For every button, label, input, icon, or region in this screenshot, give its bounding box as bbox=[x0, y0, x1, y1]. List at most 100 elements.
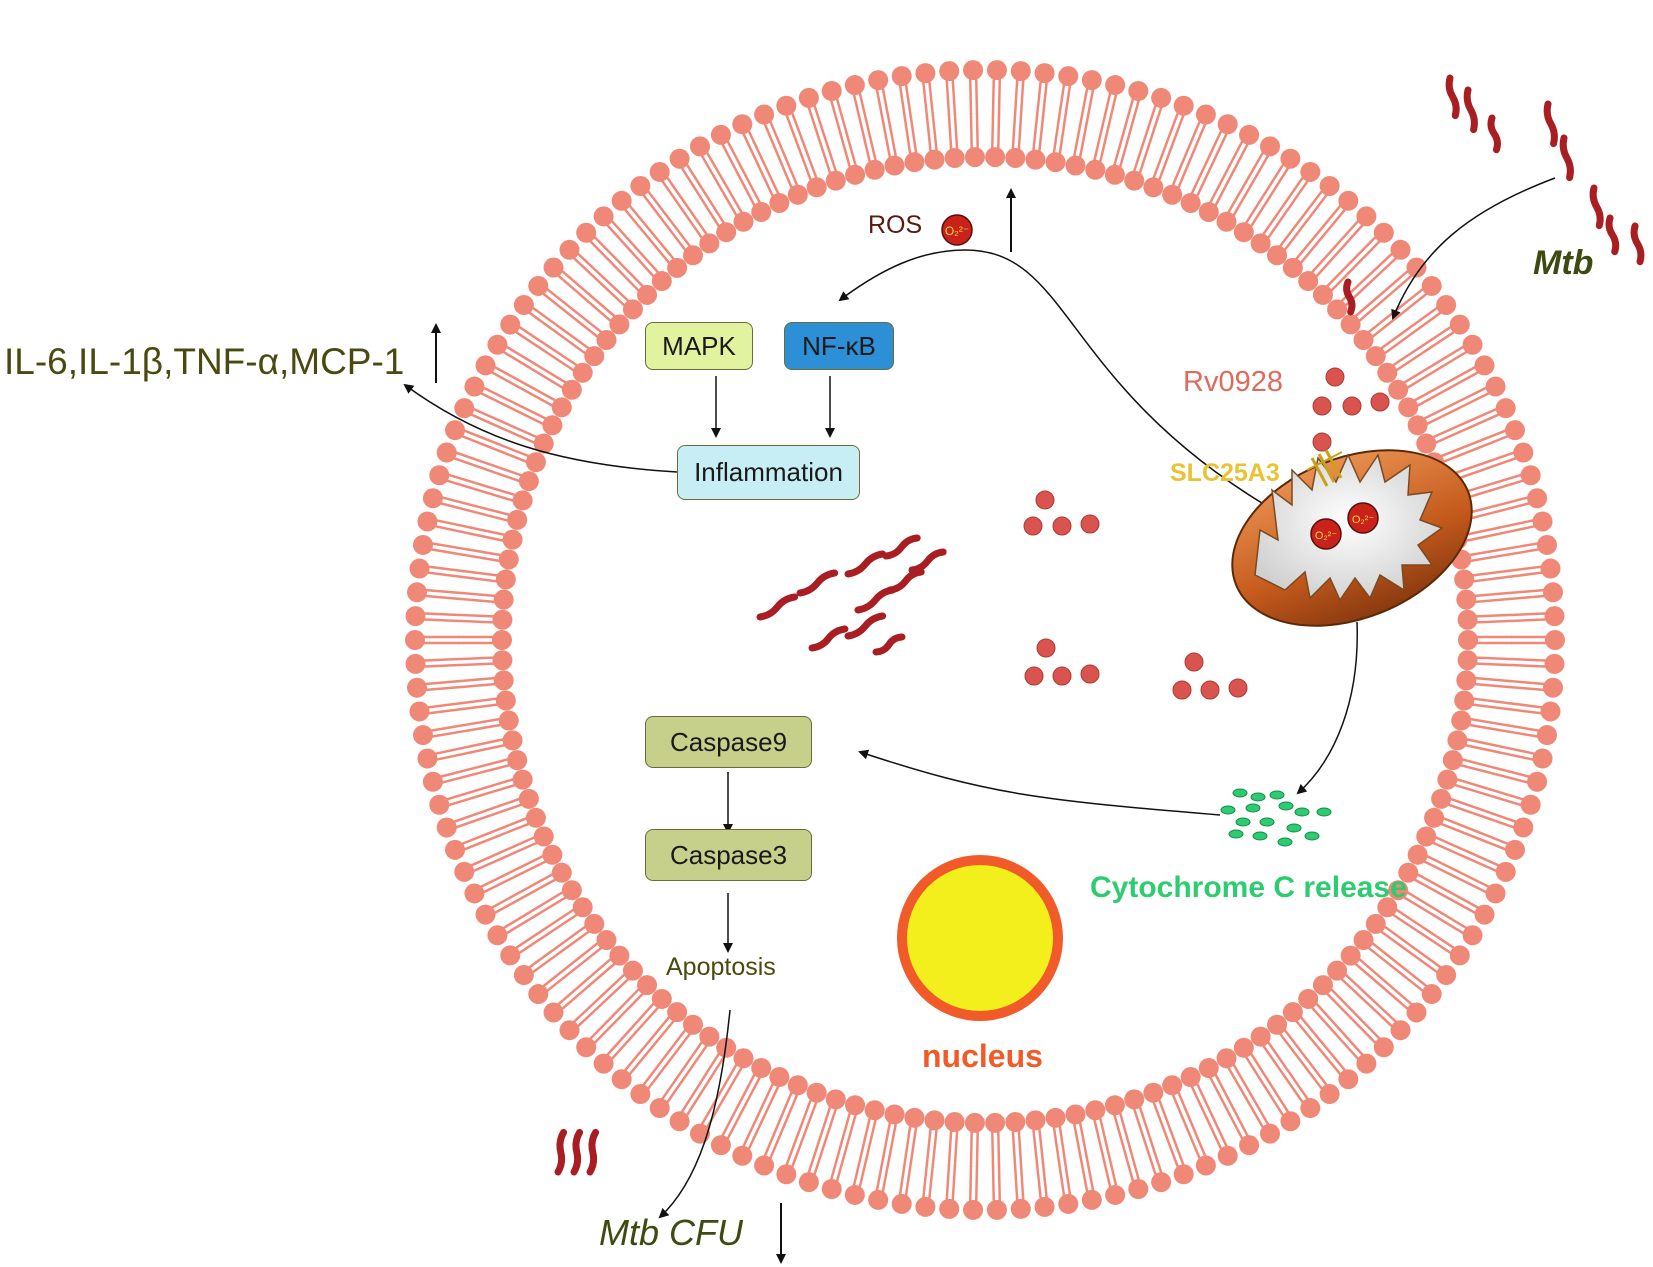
lipid-tail bbox=[1311, 245, 1337, 274]
lipid-tail bbox=[726, 1106, 746, 1140]
lipid-tail bbox=[1093, 125, 1104, 161]
lipid-tail bbox=[1321, 208, 1346, 238]
lipid-tail bbox=[436, 751, 472, 761]
rv0928-dots bbox=[1023, 367, 1390, 700]
lipid-tail bbox=[747, 130, 765, 164]
cytochrome-c-particles bbox=[1220, 788, 1332, 847]
lipid-tail bbox=[506, 345, 538, 367]
lipid-head bbox=[1233, 222, 1254, 243]
nucleus-icon bbox=[897, 855, 1063, 1021]
lipid-tail bbox=[1244, 152, 1264, 184]
lipid-head bbox=[1338, 190, 1359, 211]
lipid-tail bbox=[455, 814, 490, 829]
cytochrome-c-particle bbox=[1294, 807, 1310, 817]
lipid-tail bbox=[606, 224, 632, 252]
lipid-tail bbox=[1249, 155, 1270, 187]
lipid-tail bbox=[1487, 793, 1522, 807]
lipid-head bbox=[561, 880, 582, 901]
lipid-head bbox=[1485, 376, 1506, 397]
lipid-tail bbox=[1118, 132, 1131, 168]
lipid-head bbox=[1442, 750, 1463, 771]
lipid-head bbox=[445, 839, 466, 860]
lipid-head bbox=[732, 114, 753, 135]
rv0928-dot bbox=[1024, 666, 1044, 686]
lipid-tail bbox=[782, 152, 799, 186]
lipid-head bbox=[525, 807, 546, 828]
lipid-tail bbox=[458, 613, 494, 618]
lipid-tail bbox=[1384, 925, 1414, 949]
lipid-tail bbox=[1406, 368, 1438, 389]
lipid-tail bbox=[633, 1006, 659, 1035]
lipid-tail bbox=[1489, 787, 1524, 801]
lipid-tail bbox=[1487, 473, 1522, 487]
lipid-tail bbox=[1017, 1130, 1023, 1166]
lipid-tail bbox=[1326, 260, 1353, 288]
lipid-head bbox=[1437, 769, 1458, 790]
lipid-head bbox=[1504, 839, 1525, 860]
lipid-head bbox=[1282, 1002, 1303, 1023]
lipid-head bbox=[1398, 862, 1419, 883]
lipid-head bbox=[1406, 257, 1427, 278]
lipid-tail bbox=[518, 932, 550, 954]
lipid-head bbox=[669, 1111, 690, 1132]
mitochondrion-icon: O₂²⁻ O₂²⁻ bbox=[1231, 449, 1473, 627]
lipid-head bbox=[1260, 136, 1280, 157]
lipid-head bbox=[845, 1095, 866, 1116]
lipid-tail bbox=[435, 525, 471, 535]
lipid-tail bbox=[589, 1012, 616, 1040]
lipid-head bbox=[1421, 984, 1442, 1005]
svg-text:O₂²⁻: O₂²⁻ bbox=[1315, 530, 1337, 542]
lipid-tail bbox=[1493, 772, 1528, 784]
lipid-tail bbox=[427, 571, 463, 579]
pathway-arrows bbox=[403, 177, 1556, 1219]
lipid-head bbox=[986, 1199, 1007, 1220]
lipid-head bbox=[507, 509, 528, 530]
lipid-tail bbox=[1295, 1020, 1320, 1049]
lipid-head bbox=[422, 488, 443, 509]
lipid-tail bbox=[1508, 588, 1544, 595]
lipid-head bbox=[825, 1089, 846, 1110]
lipid-tail bbox=[813, 1140, 827, 1175]
lipid-tail bbox=[680, 167, 702, 199]
lipid-tail bbox=[650, 231, 675, 260]
lipid-tail bbox=[480, 870, 514, 888]
lipid-tail bbox=[1466, 532, 1502, 542]
lipid-tail bbox=[1052, 118, 1061, 154]
lipid-head bbox=[682, 245, 703, 266]
lipid-tail bbox=[1013, 1165, 1019, 1201]
change-indicators bbox=[431, 188, 1016, 1264]
lipid-tail bbox=[1063, 1159, 1072, 1195]
lipid-tail bbox=[802, 144, 818, 179]
lipid-tail bbox=[1299, 1016, 1325, 1045]
lipid-head bbox=[1319, 1084, 1340, 1105]
lipid-tail bbox=[532, 306, 562, 330]
lipid-tail bbox=[518, 326, 550, 348]
lipid-head bbox=[417, 511, 438, 532]
lipid-tail bbox=[425, 679, 461, 686]
lipid-tail bbox=[426, 588, 462, 595]
lipid-tail bbox=[1158, 1099, 1173, 1134]
lipid-head bbox=[798, 1172, 819, 1193]
lipid-tail bbox=[436, 519, 472, 529]
lipid-tail bbox=[797, 146, 812, 181]
lipid-tail bbox=[597, 973, 626, 1000]
lipid-tail bbox=[427, 701, 463, 709]
lipid-head bbox=[593, 1053, 614, 1074]
lipid-tail bbox=[769, 121, 786, 155]
lipid-tail bbox=[1169, 1131, 1185, 1166]
lipid-tail bbox=[975, 79, 979, 115]
lipid-head bbox=[667, 257, 688, 278]
lipid-tail bbox=[785, 114, 801, 149]
lipid-tail bbox=[881, 88, 891, 123]
lipid-tail bbox=[501, 836, 535, 853]
lipid-head bbox=[1045, 152, 1066, 173]
lipid-tail bbox=[1250, 1053, 1271, 1085]
lipid-head bbox=[732, 1145, 753, 1166]
lipid-tail bbox=[1380, 326, 1411, 350]
lipid-tail bbox=[882, 122, 892, 158]
lipid-tail bbox=[1474, 591, 1511, 598]
lipid-tail bbox=[1498, 519, 1534, 529]
lipid-tail bbox=[830, 1145, 842, 1180]
lipid-head bbox=[464, 883, 485, 904]
lipid-tail bbox=[858, 1152, 870, 1188]
